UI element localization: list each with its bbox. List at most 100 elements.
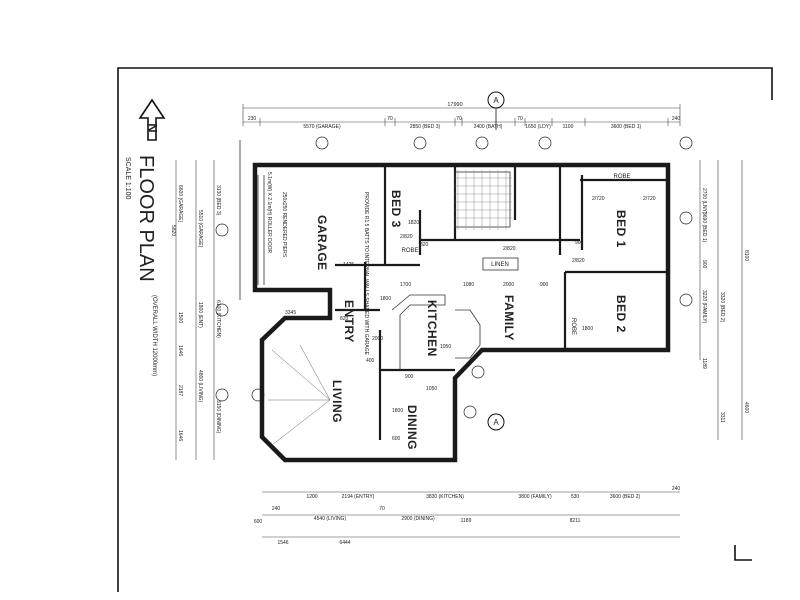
svg-text:5570 (GARAGE): 5570 (GARAGE) bbox=[303, 124, 341, 130]
sheet-border bbox=[117, 67, 773, 592]
svg-text:70: 70 bbox=[517, 116, 523, 122]
kitchen-bench bbox=[391, 171, 519, 370]
section-marker-bottom: A bbox=[487, 413, 505, 431]
plan-scale: SCALE 1:100 bbox=[124, 157, 131, 200]
svg-text:1080: 1080 bbox=[463, 282, 474, 288]
svg-text:900: 900 bbox=[701, 260, 707, 269]
bottom-dimensions: 1200 2194 (ENTRY) 3830 (KITCHEN) 3800 (F… bbox=[254, 486, 681, 546]
svg-text:1800: 1800 bbox=[392, 408, 403, 414]
svg-text:3600 (BED 2): 3600 (BED 2) bbox=[610, 494, 641, 500]
svg-text:2000: 2000 bbox=[503, 282, 514, 288]
svg-text:4800 (LIVING): 4800 (LIVING) bbox=[197, 370, 203, 403]
svg-text:A: A bbox=[493, 96, 499, 105]
svg-text:1800 (ENT): 1800 (ENT) bbox=[197, 302, 203, 328]
external-walls bbox=[252, 162, 671, 463]
svg-text:3320 (BED 2): 3320 (BED 2) bbox=[719, 292, 725, 323]
north-label: N bbox=[145, 123, 160, 132]
svg-text:8211: 8211 bbox=[570, 518, 581, 524]
svg-text:1650 (LDY): 1650 (LDY) bbox=[525, 124, 551, 130]
grid-markers bbox=[215, 136, 693, 419]
svg-text:70: 70 bbox=[379, 506, 385, 512]
svg-text:1050: 1050 bbox=[426, 386, 437, 392]
svg-text:3150 (DINING): 3150 (DINING) bbox=[215, 400, 221, 434]
svg-text:2/820: 2/820 bbox=[503, 246, 516, 252]
svg-text:2850 (BED 3): 2850 (BED 3) bbox=[410, 124, 441, 130]
svg-text:3690 (BED 1): 3690 (BED 1) bbox=[701, 212, 707, 243]
svg-text:900: 900 bbox=[540, 282, 549, 288]
note-garage-door: 5.1m(W) X 2.1m(H) ROLLER DOOR bbox=[266, 172, 272, 254]
svg-text:70: 70 bbox=[387, 116, 393, 122]
svg-text:3600 (BED 1): 3600 (BED 1) bbox=[611, 124, 642, 130]
room-dining: DINING bbox=[405, 405, 419, 450]
note-insulation: PROVIDE R1.5 BATTS TO INTERNAL WALLS SHA… bbox=[363, 192, 369, 356]
svg-text:820: 820 bbox=[420, 242, 429, 248]
svg-text:2/820: 2/820 bbox=[572, 258, 585, 264]
svg-text:1425: 1425 bbox=[343, 262, 354, 268]
svg-text:3830 (KITCHEN): 3830 (KITCHEN) bbox=[426, 494, 464, 500]
svg-text:600: 600 bbox=[392, 436, 401, 442]
svg-text:1500: 1500 bbox=[177, 312, 183, 323]
room-bed3: BED 3 bbox=[389, 190, 403, 228]
svg-text:1189: 1189 bbox=[461, 518, 472, 524]
svg-text:2700 (LNY): 2700 (LNY) bbox=[701, 188, 707, 214]
svg-text:A: A bbox=[493, 418, 499, 427]
overall-width-note: (OVERALL WIDTH 12000mm) bbox=[151, 295, 157, 376]
svg-text:2/720: 2/720 bbox=[643, 196, 656, 202]
bathroom-tiles bbox=[455, 170, 512, 230]
svg-text:230: 230 bbox=[248, 116, 257, 122]
room-kitchen: KITCHEN bbox=[425, 300, 439, 357]
room-family: FAMILY bbox=[502, 295, 516, 341]
svg-text:6600 (GARAGE): 6600 (GARAGE) bbox=[177, 185, 183, 223]
sheet-corner-mark bbox=[734, 545, 752, 561]
svg-text:6100 (KITCHEN): 6100 (KITCHEN) bbox=[215, 300, 221, 338]
garage-door bbox=[239, 140, 265, 300]
svg-text:2000: 2000 bbox=[372, 336, 383, 342]
room-living: LIVING bbox=[330, 380, 344, 423]
svg-text:900: 900 bbox=[405, 374, 414, 380]
svg-text:1700: 1700 bbox=[400, 282, 411, 288]
interior-dimensions: 1820 2/820 820 1425 2/820 2/720 2/720 90… bbox=[285, 196, 656, 442]
svg-text:2400 (BATH): 2400 (BATH) bbox=[474, 124, 503, 130]
svg-text:8100: 8100 bbox=[743, 250, 749, 261]
note-garage-piers: 250x250 RENDERED PIERS bbox=[281, 192, 287, 258]
room-bed2: BED 2 bbox=[614, 295, 628, 333]
svg-text:3311: 3311 bbox=[719, 412, 725, 423]
svg-text:3220 (FAMILY): 3220 (FAMILY) bbox=[701, 290, 707, 324]
svg-text:2194 (ENTRY): 2194 (ENTRY) bbox=[342, 494, 375, 500]
svg-text:5510 (GARAGE): 5510 (GARAGE) bbox=[197, 210, 203, 248]
svg-text:2/820: 2/820 bbox=[400, 234, 413, 240]
svg-text:3800 (FAMILY): 3800 (FAMILY) bbox=[518, 494, 552, 500]
room-entry: ENTRY bbox=[342, 300, 356, 343]
svg-text:1100: 1100 bbox=[563, 124, 574, 130]
svg-text:2900 (DINING): 2900 (DINING) bbox=[401, 516, 435, 522]
svg-text:1820: 1820 bbox=[408, 220, 419, 226]
svg-text:600: 600 bbox=[254, 519, 263, 525]
dim-overall-top: 17990 bbox=[447, 102, 462, 108]
svg-text:1050: 1050 bbox=[440, 344, 451, 350]
svg-text:3130 (BED 3): 3130 (BED 3) bbox=[215, 185, 221, 216]
svg-text:3345: 3345 bbox=[285, 310, 296, 316]
plan-title: FLOOR PLAN bbox=[135, 155, 157, 282]
living-window bbox=[268, 344, 331, 446]
svg-text:240: 240 bbox=[272, 506, 281, 512]
room-garage: GARAGE bbox=[315, 215, 329, 271]
top-dimensions: 17990 230 5570 (GARAGE) 70 2850 (BED 3) … bbox=[242, 102, 681, 130]
left-dimensions: 5820 6600 (GARAGE) 1500 1646 2187 1646 3… bbox=[170, 160, 221, 460]
room-bed1: BED 1 bbox=[614, 210, 628, 248]
svg-text:1646: 1646 bbox=[177, 345, 183, 356]
section-marker-top: A bbox=[487, 91, 505, 130]
svg-text:4600: 4600 bbox=[743, 402, 749, 413]
svg-text:4540 (LIVING): 4540 (LIVING) bbox=[314, 516, 347, 522]
svg-text:5820: 5820 bbox=[170, 225, 176, 236]
svg-text:1200: 1200 bbox=[306, 494, 317, 500]
robe-bed1: ROBE bbox=[613, 174, 630, 180]
svg-text:1646: 1646 bbox=[177, 430, 183, 441]
svg-text:1800: 1800 bbox=[582, 326, 593, 332]
svg-text:1546: 1546 bbox=[277, 540, 288, 546]
svg-text:400: 400 bbox=[366, 358, 375, 364]
svg-text:1189: 1189 bbox=[701, 358, 707, 369]
room-linen: LINEN bbox=[491, 262, 509, 268]
svg-text:820: 820 bbox=[340, 316, 349, 322]
svg-text:240: 240 bbox=[672, 116, 681, 122]
svg-text:6444: 6444 bbox=[339, 540, 350, 546]
